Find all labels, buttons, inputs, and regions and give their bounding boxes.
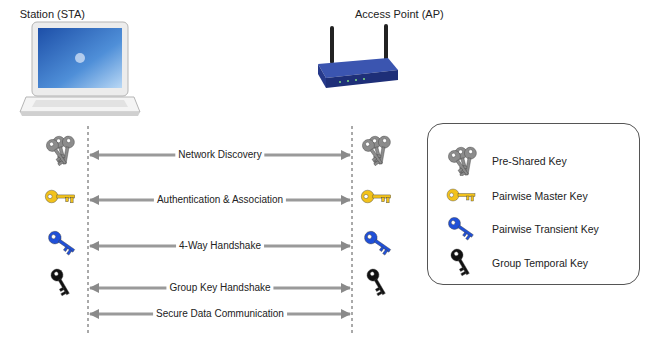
key-swatch: [440, 214, 484, 244]
message-label: Group Key Handshake: [166, 282, 273, 294]
legend-entry: Group Temporal Key: [428, 248, 639, 278]
legend-entry: Pairwise Master Key: [428, 181, 639, 211]
router-illustration: [318, 24, 398, 88]
key-swatch: [440, 146, 484, 176]
legend-label: Pre-Shared Key: [492, 154, 567, 168]
message-label: Network Discovery: [175, 149, 264, 161]
legend-label: Pairwise Master Key: [492, 189, 588, 203]
key-swatch: [440, 248, 484, 278]
legend-label: Pairwise Transient Key: [492, 222, 599, 236]
message-label: Authentication & Association: [154, 194, 286, 206]
participant-column: Station (STA): [14, 4, 88, 334]
participant-label: Station (STA): [20, 7, 85, 21]
laptop-illustration: [20, 22, 140, 116]
message-label: Secure Data Communication: [153, 308, 287, 320]
lifeline: [88, 126, 89, 334]
legend-label: Group Temporal Key: [492, 256, 588, 270]
legend-box: Pre-Shared KeyPairwise Master KeyPairwis…: [427, 123, 640, 285]
participant-label: Access Point (AP): [355, 7, 444, 21]
legend-entry: Pre-Shared Key: [428, 146, 639, 176]
message-label: 4-Way Handshake: [176, 240, 264, 252]
key-icons: [44, 135, 393, 297]
lifeline: [352, 126, 353, 334]
legend-entry: Pairwise Transient Key: [428, 214, 639, 244]
key-swatch: [440, 181, 484, 211]
